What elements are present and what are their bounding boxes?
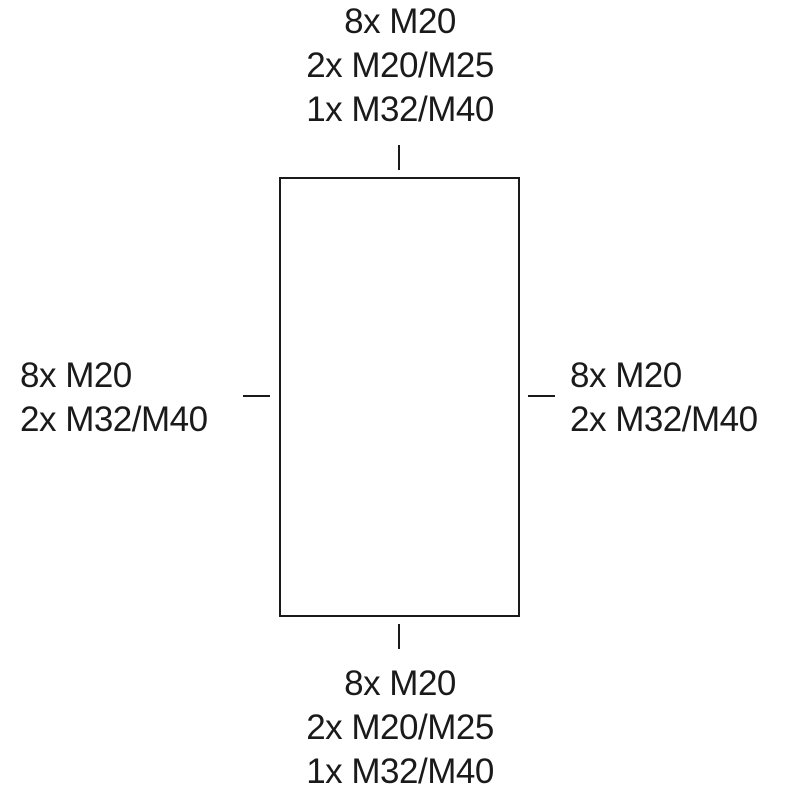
bottom-entry-line: 1x M32/M40 [306, 752, 494, 791]
right-side-entries-label: 8x M20 2x M32/M40 [570, 354, 758, 442]
top-entry-line: 2x M20/M25 [306, 46, 494, 85]
top-entry-line: 1x M32/M40 [306, 90, 494, 129]
left-side-entries-label: 8x M20 2x M32/M40 [20, 354, 208, 442]
top-side-marker [398, 145, 400, 170]
enclosure-outline [279, 177, 520, 617]
right-side-marker [528, 395, 555, 397]
left-entry-line: 2x M32/M40 [20, 400, 208, 439]
left-side-marker [243, 395, 270, 397]
top-entry-line: 8x M20 [344, 2, 456, 41]
left-entry-line: 8x M20 [20, 356, 132, 395]
top-side-entries-label: 8x M20 2x M20/M25 1x M32/M40 [0, 0, 800, 132]
bottom-entry-line: 8x M20 [344, 664, 456, 703]
right-entry-line: 8x M20 [570, 356, 682, 395]
bottom-entry-line: 2x M20/M25 [306, 708, 494, 747]
bottom-side-entries-label: 8x M20 2x M20/M25 1x M32/M40 [0, 662, 800, 794]
right-entry-line: 2x M32/M40 [570, 400, 758, 439]
bottom-side-marker [398, 624, 400, 649]
